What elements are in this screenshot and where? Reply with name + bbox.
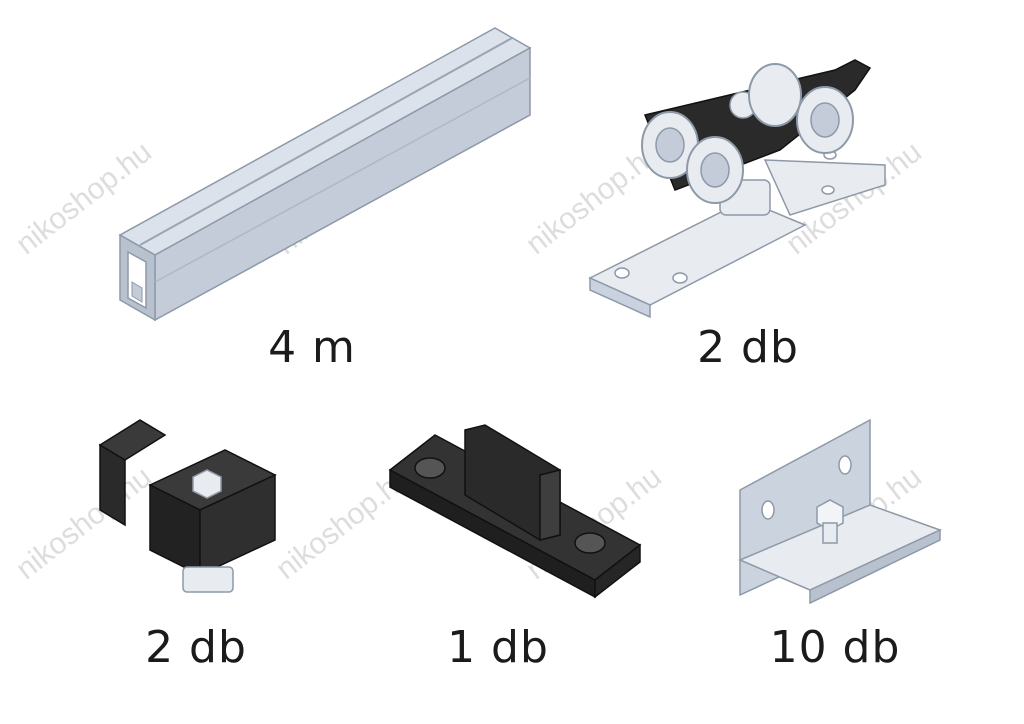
bracket-product — [735, 415, 945, 605]
floor-guide-product — [385, 424, 650, 600]
end-stop-image — [98, 419, 277, 593]
rail-quantity-label: 4 m — [268, 322, 356, 373]
trolley-image — [588, 59, 886, 319]
end-stop-product — [95, 415, 285, 605]
bracket-image — [738, 418, 942, 605]
trolley-quantity-label: 2 db — [697, 322, 799, 373]
trolley-product — [585, 40, 895, 325]
floor-guide-quantity-label: 1 db — [447, 622, 549, 673]
bracket-quantity-label: 10 db — [769, 622, 901, 673]
rail-image — [118, 27, 532, 322]
rail-product — [110, 20, 540, 322]
floor-guide-image — [388, 424, 642, 599]
end-stop-quantity-label: 2 db — [145, 622, 247, 673]
